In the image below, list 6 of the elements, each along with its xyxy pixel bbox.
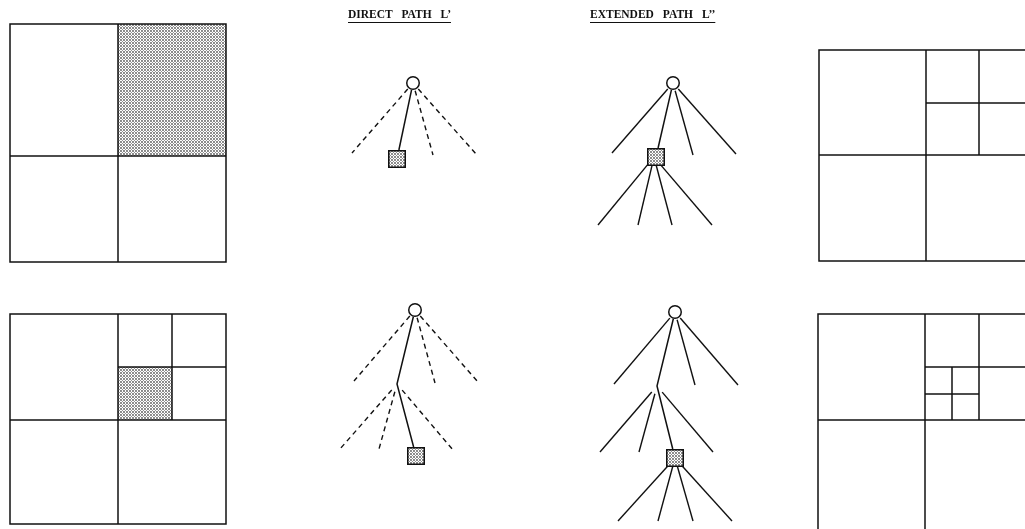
tree-edge-line — [398, 89, 413, 151]
tree-edge-line — [657, 89, 673, 149]
column-heading: EXTENDED PATH L’’ — [590, 8, 716, 20]
tree-edge-line — [396, 316, 415, 448]
column-heading: DIRECT PATH L’ — [348, 8, 451, 20]
tree-edge-line — [656, 318, 675, 450]
